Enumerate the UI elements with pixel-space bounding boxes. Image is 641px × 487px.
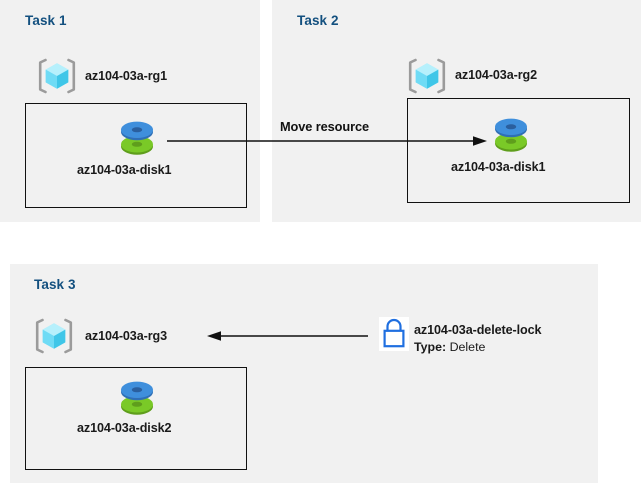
resource-group-cube-icon	[36, 57, 78, 95]
resource-box-task-1	[25, 103, 247, 208]
resource-group-label-rg2: az104-03a-rg2	[455, 68, 538, 82]
resource-label-disk1-task2: az104-03a-disk1	[451, 160, 546, 174]
resource-label-disk1-task1: az104-03a-disk1	[77, 163, 172, 177]
connector-move-resource-arrow	[167, 136, 487, 146]
panel-title-task-3: Task 3	[34, 277, 76, 292]
resource-group-label-rg3: az104-03a-rg3	[85, 329, 168, 343]
lock-type-row: Type: Delete	[414, 340, 485, 354]
lock-name-label: az104-03a-delete-lock	[414, 323, 542, 337]
padlock-icon	[379, 317, 409, 351]
resource-group-label-rg1: az104-03a-rg1	[85, 69, 168, 83]
resource-group-cube-icon	[406, 57, 448, 95]
panel-title-task-2: Task 2	[297, 13, 339, 28]
panel-title-task-1: Task 1	[25, 13, 67, 28]
managed-disk-icon	[490, 113, 532, 155]
lock-type-key: Type:	[414, 340, 447, 354]
resource-group-cube-icon	[33, 317, 75, 355]
managed-disk-icon	[116, 116, 158, 158]
managed-disk-icon	[116, 376, 158, 418]
connector-label-move-resource: Move resource	[280, 119, 370, 134]
connector-lock-arrow	[207, 331, 368, 341]
lock-type-value: Delete	[449, 340, 486, 354]
resource-label-disk2-task3: az104-03a-disk2	[77, 421, 172, 435]
